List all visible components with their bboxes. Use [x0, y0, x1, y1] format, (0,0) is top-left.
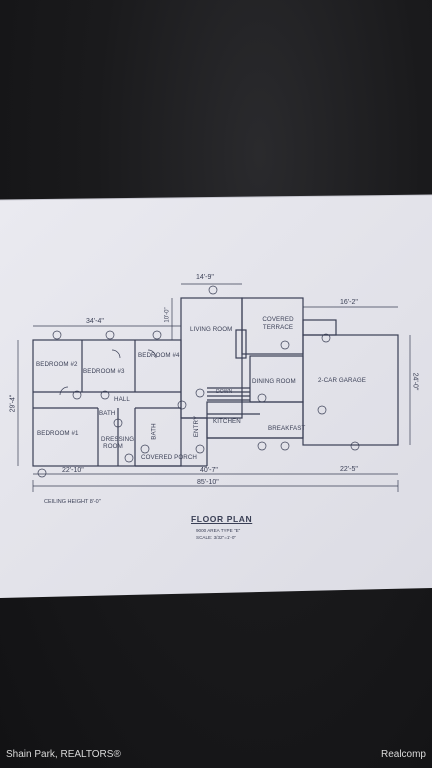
- dressing-room-label: DRESSING ROOM: [101, 436, 135, 450]
- stair-down-label: DOWN: [216, 389, 233, 395]
- bedroom-3-label: BEDROOM #3: [83, 368, 125, 375]
- breakfast-label: BREAKFAST: [268, 425, 306, 432]
- dim-total-width: 85'-10": [197, 479, 219, 486]
- dim-bottom-middle: 40'-7": [200, 467, 218, 474]
- dim-bottom-right: 22'-5": [340, 466, 358, 473]
- covered-terrace-label: COVERED TERRACE: [262, 316, 294, 331]
- bedroom-1-label: BEDROOM #1: [37, 430, 79, 437]
- bath-2-label: BATH: [150, 423, 158, 440]
- scale-note: SCALE: 3/32"=1'-0": [196, 535, 237, 540]
- dim-garage-depth: 24'-0": [411, 372, 419, 391]
- bedroom-4-label: BEDROOM #4: [138, 352, 180, 359]
- dim-living-width: 14'-9": [196, 274, 214, 281]
- entry-label: ENTRY: [193, 415, 201, 438]
- bedroom-2-label: BEDROOM #2: [36, 361, 78, 368]
- source-credit: Realcomp: [380, 749, 426, 760]
- dim-garage-width: 16'-2": [340, 299, 358, 306]
- floor-plan-title: FLOOR PLAN: [191, 514, 253, 524]
- dining-room-label: DINING ROOM: [252, 378, 296, 385]
- bath-1-label: BATH: [99, 410, 116, 417]
- dim-bottom-left: 22'-10": [62, 467, 84, 474]
- dim-left-depth: 29'-4": [9, 394, 17, 413]
- area-type-note: 9000 AREA TYPE "E": [196, 528, 241, 533]
- garage-label: 2-CAR GARAGE: [318, 377, 366, 384]
- covered-porch-label: COVERED PORCH: [141, 454, 197, 461]
- ceiling-height-note: CEILING HEIGHT 8'-0": [44, 499, 101, 505]
- living-room-label: LIVING ROOM: [190, 326, 233, 333]
- hall-label: HALL: [114, 396, 130, 403]
- dim-left-width: 34'-4": [86, 318, 104, 325]
- brokerage-credit: Shain Park, REALTORS®: [6, 749, 121, 760]
- dim-living-offset: 10'-0": [164, 307, 171, 323]
- photo-credit-bar: Shain Park, REALTORS® Realcomp: [0, 744, 432, 768]
- kitchen-label: KITCHEN: [213, 418, 241, 425]
